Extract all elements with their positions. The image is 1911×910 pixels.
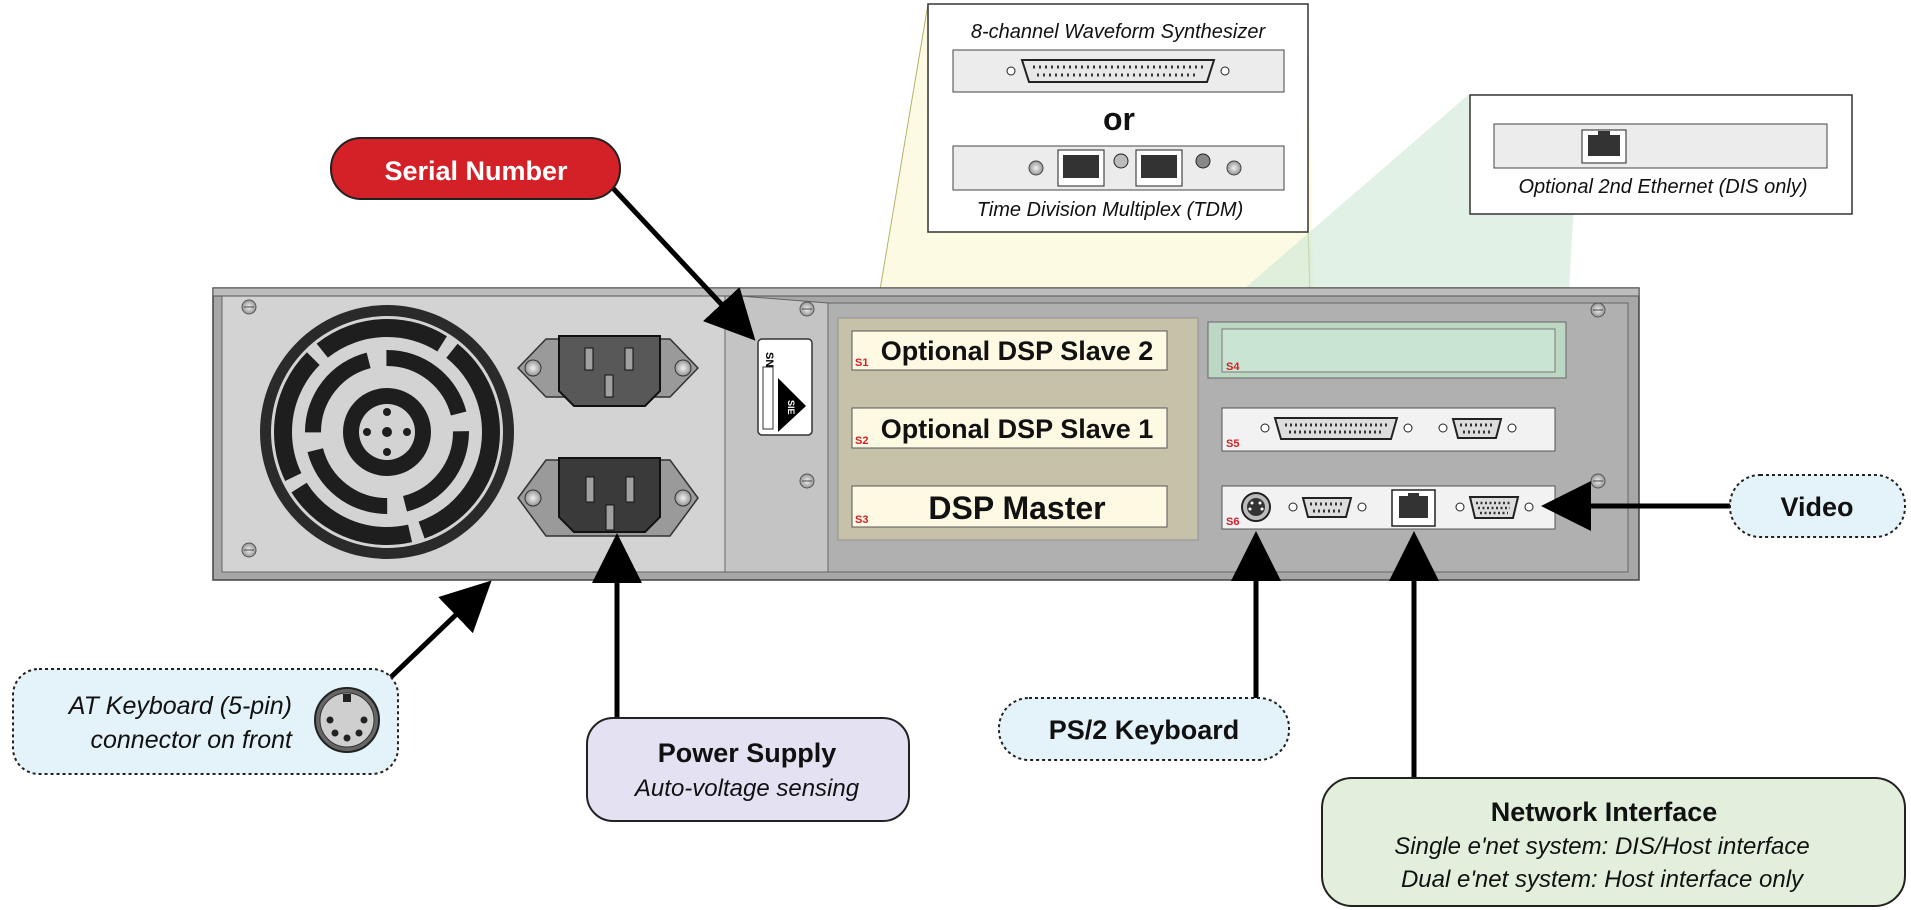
screw-icon [1028,160,1044,176]
rj45-port-icon [1581,129,1627,164]
dsub-connector-icon [1455,496,1534,519]
serial-number-callout [330,137,621,200]
screw-icon [799,301,815,317]
slot-s3-card [851,485,1168,528]
rj45-port-icon [1135,149,1183,187]
rj45-port-icon [1391,489,1436,527]
screw-icon [1226,160,1242,176]
slot-s1-id: S1 [855,357,868,369]
serial-number-sticker: SN SIE [757,338,813,436]
screw-icon [241,542,257,558]
ethernet-inset-caption: Optional 2nd Ethernet (DIS only) [1518,176,1807,198]
ps2-keyboard-callout-label: PS/2 Keyboard [1049,715,1240,745]
power-supply-callout-subtitle: Auto-voltage sensing [633,775,860,802]
waveform-inset-top-caption: 8-channel Waveform Synthesizer [971,21,1267,43]
tdm-connectors [1028,149,1242,187]
waveform-inset-bottom-caption: Time Division Multiplex (TDM) [977,199,1244,221]
slot-s3-label: DSP Master [928,490,1105,526]
video-callout-label: Video [1780,492,1853,522]
slot-s3-id: S3 [855,514,868,526]
power-supply-callout [586,717,910,822]
rj45-port-icon [1057,149,1105,187]
serial-sticker-text: SN [763,352,775,367]
serial-number-callout-label: Serial Number [384,156,568,186]
din-5pin-connector-icon [314,687,380,753]
fan-grille-icon [260,305,514,559]
network-interface-callout-title: Network Interface [1491,797,1718,827]
slot-s1-card [851,330,1168,371]
at-keyboard-callout [12,668,399,775]
screw-icon [241,299,257,315]
iec-power-inlet-icon [517,457,699,537]
ethernet-inset-bracket [1493,123,1828,169]
waveform-inset-box [927,3,1309,233]
at-keyboard-callout-line1: AT Keyboard (5-pin) [67,692,292,720]
slot-s6-id: S6 [1226,516,1239,528]
slot-s4-bracket [1221,328,1556,373]
network-interface-callout [1321,777,1906,907]
power-supply-callout-title: Power Supply [658,738,837,768]
led-indicator-icon [1195,153,1211,169]
video-callout [1729,474,1906,538]
callout-arrow-icon [608,183,756,341]
slot-s2-label: Optional DSP Slave 1 [881,414,1154,444]
at-keyboard-callout-line2: connector on front [90,726,293,754]
network-interface-callout-line1: Single e'net system: DIS/Host interface [1394,833,1809,860]
callout-arrow-icon [388,580,492,680]
dsub-connector-icon [1288,497,1367,518]
network-interface-callout-line2: Dual e'net system: Host interface only [1401,866,1805,893]
iec-power-inlet-icon [516,335,700,407]
serial-sticker-logo: SIE [786,400,796,415]
dsub-connector-icon [1438,418,1517,439]
ps2-port-icon [1241,492,1271,522]
screw-icon [1590,473,1606,489]
slot-s5-id: S5 [1226,438,1239,450]
slot-s4-id: S4 [1226,361,1240,373]
slot-s2-id: S2 [855,435,868,447]
dsub-connector-icon [1006,59,1230,83]
screw-icon [1590,302,1606,318]
ps2-keyboard-callout [998,697,1290,761]
slot-s2-card [851,407,1168,449]
waveform-inset-or: or [1103,101,1135,137]
screw-icon [799,473,815,489]
slot-s1-label: Optional DSP Slave 2 [881,336,1154,366]
led-indicator-icon [1113,153,1129,169]
dsub-connector-icon [1260,417,1413,440]
